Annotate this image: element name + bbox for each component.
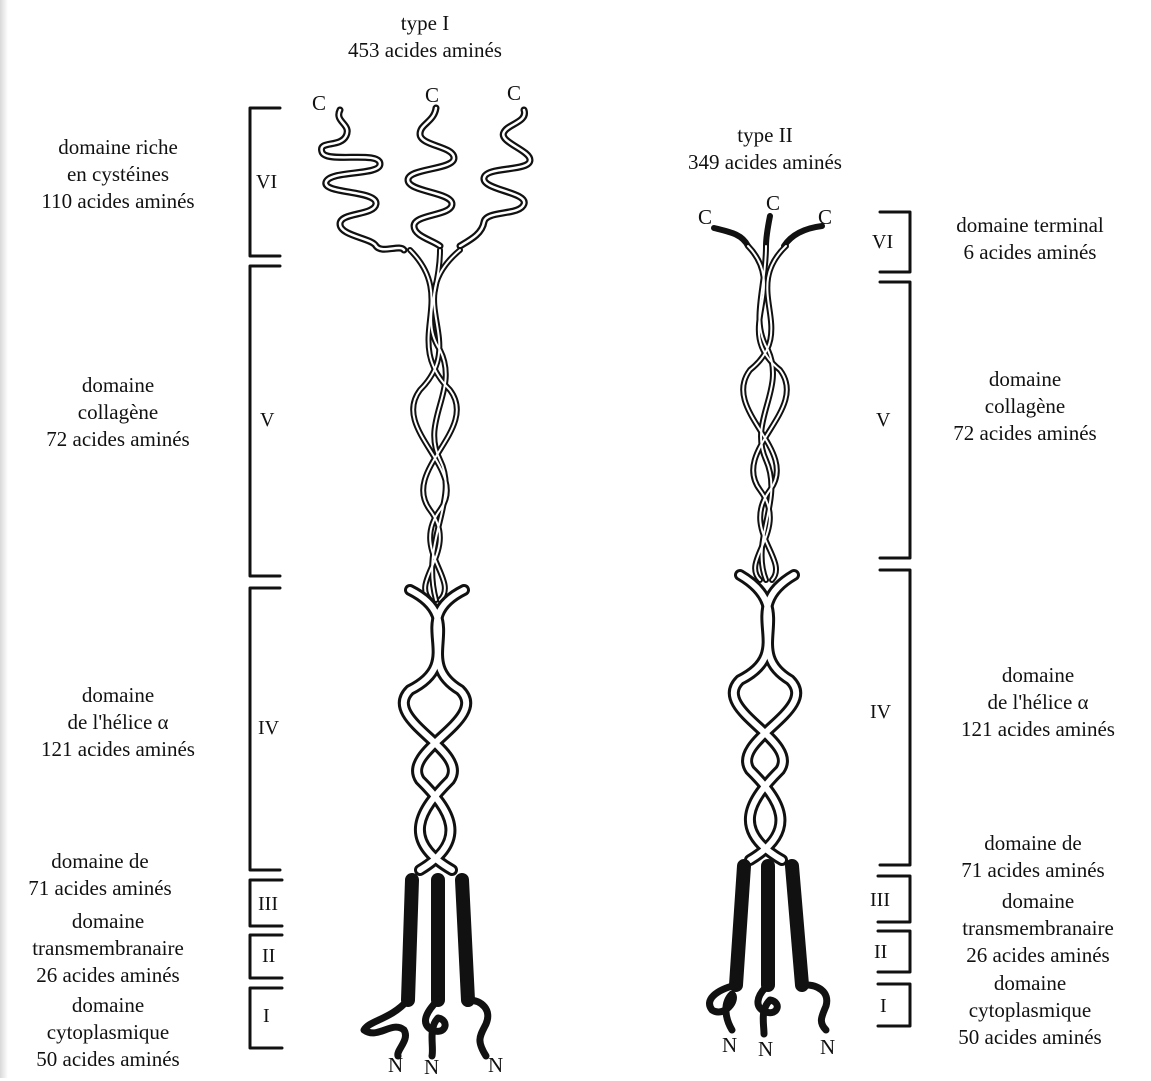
type1-domain-III-label: domaine de 71 acides aminés xyxy=(0,848,200,902)
type1-stalks xyxy=(408,880,468,1000)
type2-count-text: 349 acides aminés xyxy=(650,149,880,176)
type1-cysteine-heads-inner xyxy=(322,108,530,250)
type1-n-terminal-3: N xyxy=(488,1052,503,1079)
type2-title: type II 349 acides aminés xyxy=(650,122,880,176)
type2-domain-IV-line1: domaine xyxy=(930,662,1146,689)
type2-domain-VI-line2: 6 acides aminés xyxy=(920,239,1140,266)
type1-domain-I-line2: cytoplasmique xyxy=(0,1019,216,1046)
type2-domain-VI-label: domaine terminal 6 acides aminés xyxy=(920,212,1140,266)
type1-collagen-helix-inner xyxy=(410,250,460,600)
type1-domain-II-label: domaine transmembranaire 26 acides aminé… xyxy=(0,908,216,989)
type2-n-terminal-2: N xyxy=(758,1036,773,1063)
type2-domain-IV-label: domaine de l'hélice α 121 acides aminés xyxy=(930,662,1146,743)
type2-roman-IV: IV xyxy=(870,700,891,724)
type2-n-loops xyxy=(709,985,826,1034)
type1-domain-V-line2: collagène xyxy=(0,399,236,426)
type1-domain-I-label: domaine cytoplasmique 50 acides aminés xyxy=(0,992,216,1073)
type1-roman-VI: VI xyxy=(256,170,277,194)
type1-domain-I-line1: domaine xyxy=(0,992,216,1019)
type2-domain-I-line2: cytoplasmique xyxy=(930,997,1130,1024)
type2-domain-III-line1: domaine de xyxy=(925,830,1141,857)
type2-title-text: type II xyxy=(650,122,880,149)
type1-count-text: 453 acides aminés xyxy=(300,37,550,64)
type2-domain-V-line3: 72 acides aminés xyxy=(915,420,1135,447)
type1-domain-IV-line3: 121 acides aminés xyxy=(0,736,236,763)
type2-c-terminal-3: C xyxy=(818,204,832,231)
type1-domain-II-line2: transmembranaire xyxy=(0,935,216,962)
type1-roman-III: III xyxy=(258,892,278,916)
type1-domain-V-label: domaine collagène 72 acides aminés xyxy=(0,372,236,453)
type1-domain-III-line1: domaine de xyxy=(0,848,200,875)
type1-roman-IV: IV xyxy=(258,716,279,740)
type1-n-loops xyxy=(364,1000,488,1056)
type1-c-terminal-2: C xyxy=(425,82,439,109)
type2-domain-IV-line2: de l'hélice α xyxy=(930,689,1146,716)
type2-domain-III-line2: 71 acides aminés xyxy=(925,857,1141,884)
type2-domain-I-line3: 50 acides aminés xyxy=(930,1024,1130,1051)
type1-title-text: type I xyxy=(300,10,550,37)
type1-domain-V-line3: 72 acides aminés xyxy=(0,426,236,453)
type2-roman-V: V xyxy=(876,408,890,432)
type1-domain-VI-line1: domaine riche xyxy=(0,134,236,161)
type1-roman-I: I xyxy=(263,1004,270,1028)
type1-n-terminal-2: N xyxy=(424,1054,439,1081)
type2-n-terminal-1: N xyxy=(722,1032,737,1059)
type2-domain-V-line2: collagène xyxy=(915,393,1135,420)
type2-domain-VI-line1: domaine terminal xyxy=(920,212,1140,239)
type1-domain-II-line1: domaine xyxy=(0,908,216,935)
type1-roman-V: V xyxy=(260,408,274,432)
type1-c-terminal-1: C xyxy=(312,90,326,117)
type1-cysteine-heads xyxy=(322,108,530,250)
type2-domain-III-label: domaine de 71 acides aminés xyxy=(925,830,1141,884)
type1-domain-VI-label: domaine riche en cystéines 110 acides am… xyxy=(0,134,236,215)
type1-domain-I-line3: 50 acides aminés xyxy=(0,1046,216,1073)
type1-domain-IV-line2: de l'hélice α xyxy=(0,709,236,736)
type2-stalks xyxy=(736,866,802,985)
type2-c-tails xyxy=(714,216,822,246)
type1-title: type I 453 acides aminés xyxy=(300,10,550,64)
type1-domain-IV-line1: domaine xyxy=(0,682,236,709)
type1-domain-III-line2: 71 acides aminés xyxy=(0,875,200,902)
type2-domain-V-line1: domaine xyxy=(915,366,1135,393)
type2-roman-I: I xyxy=(880,994,887,1018)
type2-n-terminal-3: N xyxy=(820,1034,835,1061)
type2-domain-IV-line3: 121 acides aminés xyxy=(930,716,1146,743)
type2-domain-II-line1: domaine xyxy=(930,888,1146,915)
type1-domain-V-line1: domaine xyxy=(0,372,236,399)
type2-domain-I-line1: domaine xyxy=(930,970,1130,997)
type1-domain-II-line3: 26 acides aminés xyxy=(0,962,216,989)
type1-domain-VI-line2: en cystéines xyxy=(0,161,236,188)
type2-c-terminal-2: C xyxy=(766,190,780,217)
type2-domain-II-line2: transmembranaire xyxy=(930,915,1146,942)
type2-roman-II: II xyxy=(874,940,887,964)
type2-roman-III: III xyxy=(870,888,890,912)
type1-n-terminal-1: N xyxy=(388,1052,403,1079)
type1-roman-II: II xyxy=(262,944,275,968)
type1-domain-VI-line3: 110 acides aminés xyxy=(0,188,236,215)
type1-c-terminal-3: C xyxy=(507,80,521,107)
type2-domain-II-label: domaine transmembranaire 26 acides aminé… xyxy=(930,888,1146,969)
type2-c-terminal-1: C xyxy=(698,204,712,231)
type1-domain-IV-label: domaine de l'hélice α 121 acides aminés xyxy=(0,682,236,763)
type2-domain-II-line3: 26 acides aminés xyxy=(930,942,1146,969)
type2-domain-V-label: domaine collagène 72 acides aminés xyxy=(915,366,1135,447)
type2-domain-I-label: domaine cytoplasmique 50 acides aminés xyxy=(930,970,1130,1051)
type2-roman-VI: VI xyxy=(872,230,893,254)
